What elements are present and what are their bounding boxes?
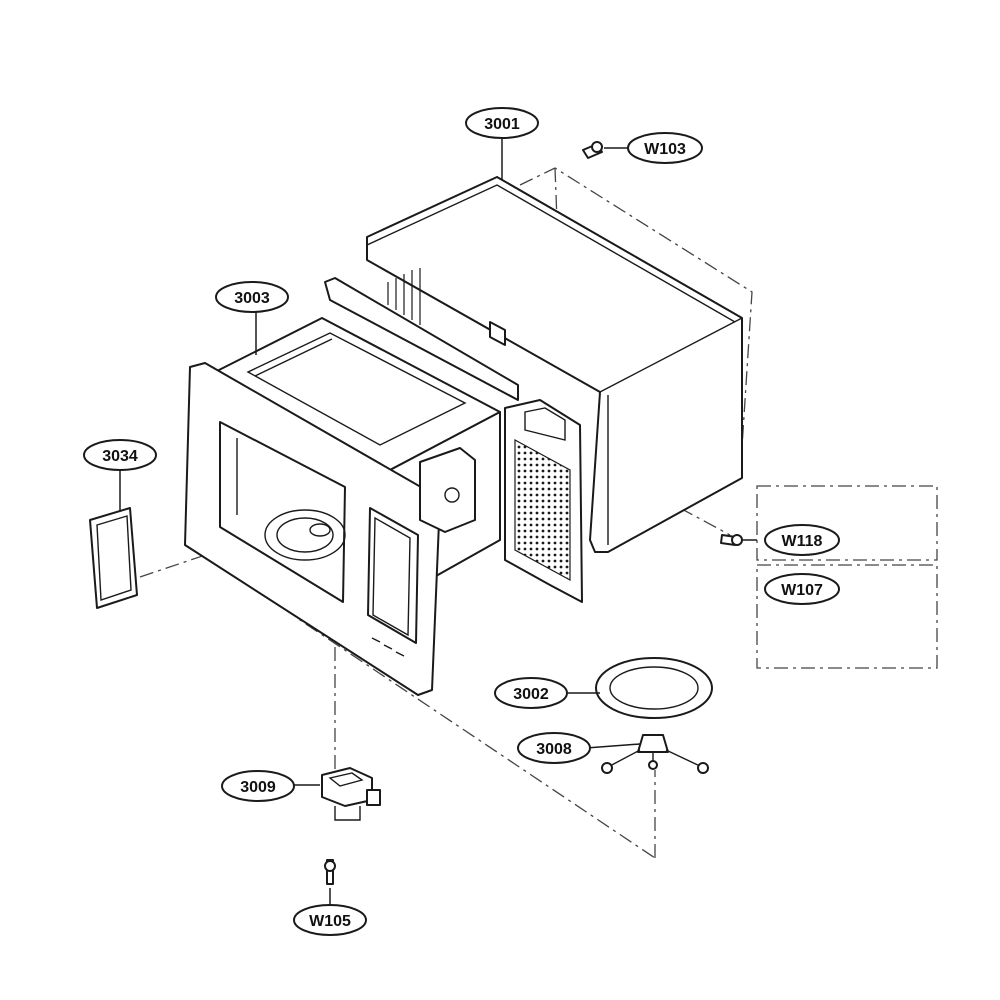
kit-box-w118 xyxy=(756,485,938,561)
callout-3002: 3002 xyxy=(494,677,568,709)
screw-w103 xyxy=(582,141,603,159)
cabinet-vent-slots xyxy=(387,268,421,325)
turntable-motor-3009 xyxy=(321,767,381,821)
callout-w103: W103 xyxy=(627,132,703,164)
callout-w105: W105 xyxy=(293,904,367,936)
callout-3003: 3003 xyxy=(215,281,289,313)
roller-rest-3008 xyxy=(601,734,709,774)
kit-box-w107 xyxy=(756,564,938,669)
callout-3009-label: 3009 xyxy=(240,779,276,796)
glass-tray-3002 xyxy=(595,657,713,719)
control-side-panel xyxy=(504,399,583,603)
callout-w118: W118 xyxy=(764,524,840,556)
callout-3002-label: 3002 xyxy=(513,686,549,703)
callout-3008: 3008 xyxy=(517,732,591,764)
callout-3003-label: 3003 xyxy=(234,290,270,307)
callout-w107-label: W107 xyxy=(781,582,823,599)
callout-w118-label: W118 xyxy=(782,533,823,550)
leader-lines xyxy=(119,136,757,905)
callout-3034-label: 3034 xyxy=(102,448,138,465)
outer-cabinet-3001 xyxy=(366,176,743,553)
callout-w107: W107 xyxy=(764,573,840,605)
callout-3001-label: 3001 xyxy=(484,116,520,133)
callout-w105-label: W105 xyxy=(309,913,351,930)
screw-w105 xyxy=(324,859,336,885)
callout-w103-label: W103 xyxy=(644,141,686,158)
callout-3009: 3009 xyxy=(221,770,295,802)
cavity-frame-3003 xyxy=(184,277,519,696)
screw-w118 xyxy=(720,534,743,546)
callout-3034: 3034 xyxy=(83,439,157,471)
callout-3001: 3001 xyxy=(465,107,539,139)
callout-3008-label: 3008 xyxy=(536,741,572,758)
waveguide-cover-3034 xyxy=(89,507,138,609)
